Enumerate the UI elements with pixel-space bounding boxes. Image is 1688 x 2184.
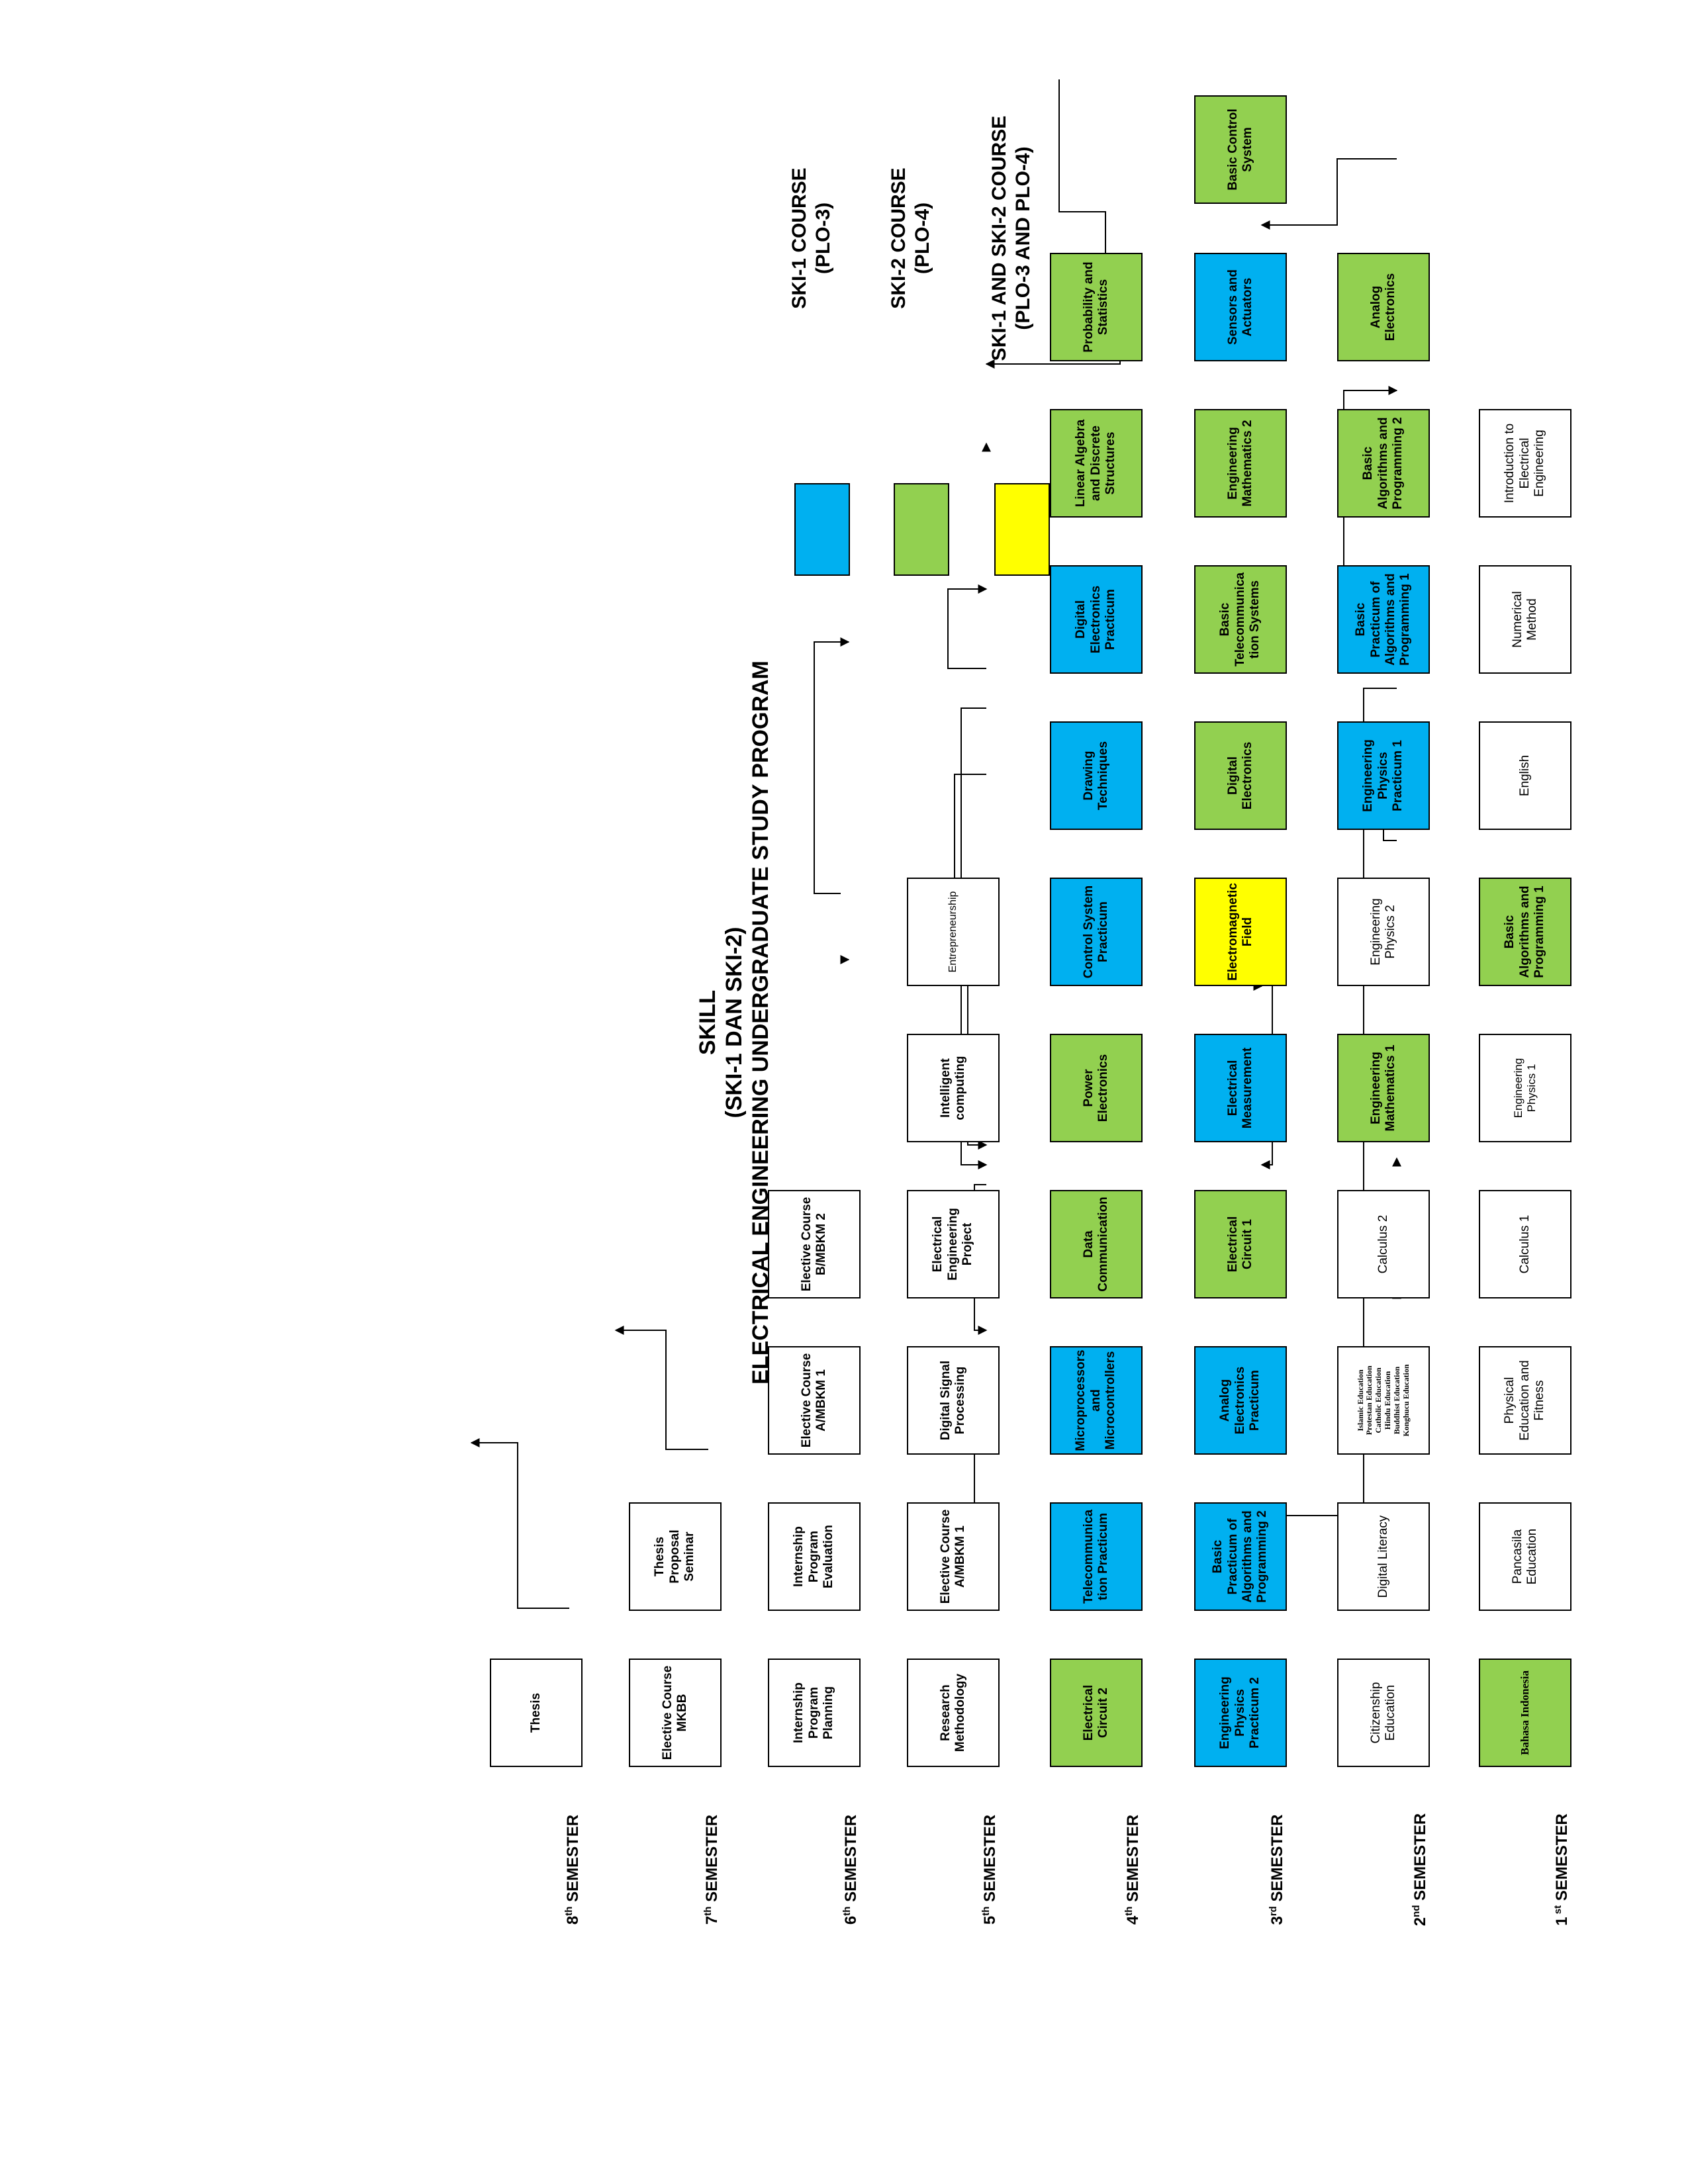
course-calculus-1: Calculus 1	[1479, 1190, 1571, 1298]
course-basic-algo-2: Basic Algorithms and Programming 2	[1337, 409, 1430, 518]
semester-label-2: 2nd SEMESTER	[1411, 1813, 1429, 1927]
legend-label-both: SKI-1 AND SKI-2 COURSE (PLO-3 AND PLO-4)	[988, 115, 1034, 361]
course-microprocessors: Microprocessors and Microcontrollers	[1050, 1346, 1143, 1455]
course-eng-physics-1: Engineering Physics 1	[1479, 1034, 1571, 1142]
course-numerical-method: Numerical Method	[1479, 565, 1571, 674]
course-drawing-techniques: Drawing Techniques	[1050, 721, 1143, 830]
course-pancasila-education: Pancasila Education	[1479, 1502, 1571, 1611]
course-digital-electronics-practicum: Digital Electronics Practicum	[1050, 565, 1143, 674]
course-internship-planning: Internship Program Planning	[768, 1659, 861, 1767]
connector-probability-to-research	[814, 637, 850, 894]
connector-control-basic	[1058, 79, 1129, 272]
legend-label-ski1: SKI-1 COURSE (PLO-3)	[788, 167, 834, 309]
connector-analog-to-sensor	[1260, 158, 1397, 230]
course-electrical-circuit-2: Electrical Circuit 2	[1050, 1659, 1143, 1767]
course-eng-mathematics-1: Engineering Mathematics 1	[1337, 1034, 1430, 1142]
semester-label-7: 7th SEMESTER	[702, 1814, 721, 1925]
course-physical-education: Physical Education and Fitness	[1479, 1346, 1571, 1455]
connector-seminar-to-thesis	[470, 1438, 569, 1609]
course-basic-algo-1: Basic Algorithms and Programming 1	[1479, 878, 1571, 986]
course-analog-electronics: Analog Electronics	[1337, 253, 1430, 361]
semester-label-5: 5th SEMESTER	[980, 1814, 999, 1925]
course-digital-electronics: Digital Electronics	[1194, 721, 1287, 830]
course-english: English	[1479, 721, 1571, 830]
diagram-title-line2: (SKI-1 DAN SKI-2)	[722, 927, 747, 1118]
legend-swatch-both	[994, 483, 1050, 576]
course-eng-mathematics-2: Engineering Mathematics 2	[1194, 409, 1287, 518]
course-electrical-measurement: Electrical Measurement	[1194, 1034, 1287, 1142]
connector-research-to-seminar	[614, 1326, 708, 1450]
course-control-system-practicum: Control System Practicum	[1050, 878, 1143, 986]
course-basic-telecom-systems: Basic Telecommunica tion Systems	[1194, 565, 1287, 674]
course-analog-electronics-practicum: Analog Electronics Practicum	[1194, 1346, 1287, 1455]
semester-label-3: 3rd SEMESTER	[1268, 1814, 1286, 1925]
course-basic-prac-algo-2: Basic Practicum of Algorithms and Progra…	[1194, 1502, 1287, 1611]
course-entrepreneurship: Entrepreneurship	[907, 878, 1000, 986]
course-elective-b-mbkm2: Elective Course B/MBKM 2	[768, 1190, 861, 1298]
course-linear-algebra: Linear Algebra and Discrete Structures	[1050, 409, 1143, 518]
course-telecom-practicum: Telecommunica tion Practicum	[1050, 1502, 1143, 1611]
course-elective-mkbb: Elective Course MKBB	[629, 1659, 722, 1767]
legend-swatch-ski1	[794, 483, 850, 576]
course-electrical-circuit-1: Electrical Circuit 1	[1194, 1190, 1287, 1298]
course-basic-control-system: Basic Control System	[1194, 95, 1287, 204]
semester-label-4: 4th SEMESTER	[1123, 1814, 1142, 1925]
course-religion-education: Islamic Education Protestan Education Ca…	[1337, 1346, 1430, 1455]
course-electromagnetic-field: Electromagnetic Field	[1194, 878, 1287, 986]
course-basic-prac-algo-1: Basic Practicum of Algorithms and Progra…	[1337, 565, 1430, 674]
course-intelligent-computing: Intelligent computing	[907, 1034, 1000, 1142]
course-digital-signal-processing: Digital Signal Processing	[907, 1346, 1000, 1455]
course-probability-statistics: Probability and Statistics	[1050, 253, 1143, 361]
course-digital-literacy: Digital Literacy	[1337, 1502, 1430, 1611]
course-elective-a-mbkm1-s6: Elective Course A/MBKM 1	[768, 1346, 861, 1455]
course-eng-physics-practicum-1: Engineering Physics Practicum 1	[1337, 721, 1430, 830]
legend-swatch-ski2	[894, 483, 949, 576]
semester-label-6: 6th SEMESTER	[841, 1814, 860, 1925]
course-research-methodology: Research Methodology	[907, 1659, 1000, 1767]
course-data-communication: Data Communication	[1050, 1190, 1143, 1298]
connector-basic-telco-to-digital-prac	[947, 584, 988, 669]
course-intro-electrical-engineering: Introduction to Electrical Engineering	[1479, 409, 1571, 518]
rotated-diagram: SKILL (SKI-1 DAN SKI-2) ELECTRICAL ENGIN…	[271, 79, 1571, 1966]
course-bahasa-indonesia: Bahasa Indonesia	[1479, 1659, 1571, 1767]
semester-label-1: 1 st SEMESTER	[1552, 1813, 1571, 1926]
course-thesis-proposal-seminar: Thesis Proposal Seminar	[629, 1502, 722, 1611]
course-eng-physics-practicum-2: Engineering Physics Practicum 2	[1194, 1659, 1287, 1767]
course-calculus-2: Calculus 2	[1337, 1190, 1430, 1298]
course-internship-evaluation: Internship Program Evaluation	[768, 1502, 861, 1611]
course-elective-a-mbkm1-s5: Elective Course A/MBKM 1	[907, 1502, 1000, 1611]
course-eng-physics-2: Engineering Physics 2	[1337, 878, 1430, 986]
course-ee-project: Electrical Engineering Project	[907, 1190, 1000, 1298]
semester-label-8: 8th SEMESTER	[563, 1814, 582, 1925]
course-sensors-actuators: Sensors and Actuators	[1194, 253, 1287, 361]
legend-label-ski2: SKI-2 COURSE (PLO-4)	[888, 167, 933, 309]
course-power-electronics: Power Electronics	[1050, 1034, 1143, 1142]
course-citizenship-education: Citizenship Education	[1337, 1659, 1430, 1767]
course-thesis: Thesis	[490, 1659, 583, 1767]
